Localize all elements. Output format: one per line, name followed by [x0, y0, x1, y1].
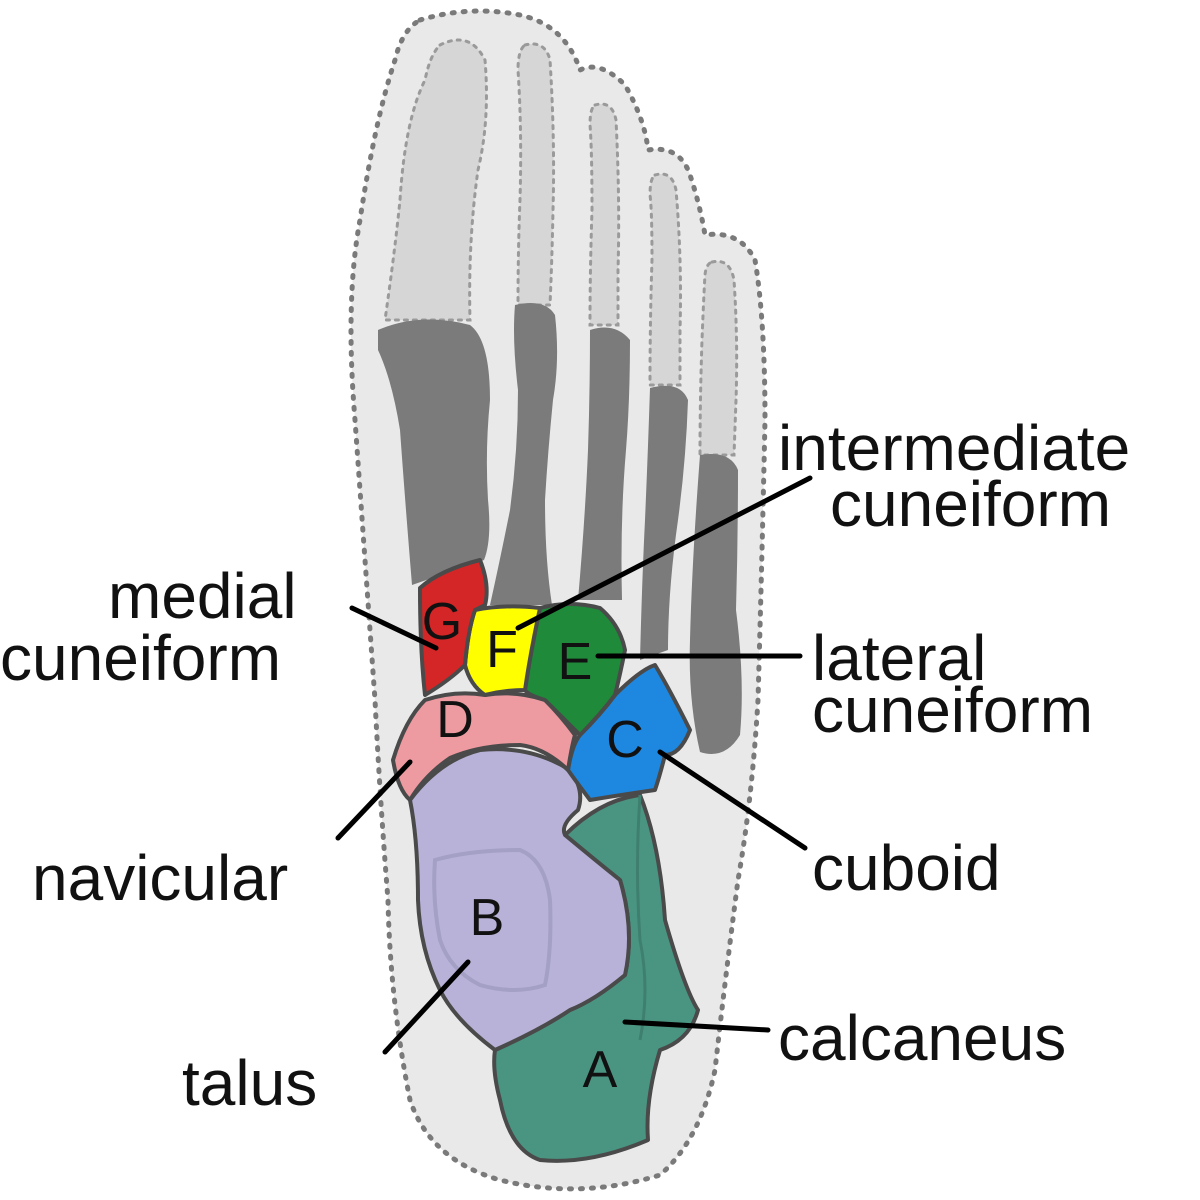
- letter-d: D: [436, 691, 474, 749]
- bone-navicular: [391, 691, 577, 802]
- leader-lines: [335, 475, 813, 1055]
- phalanges: [383, 38, 739, 457]
- letter-c: C: [606, 711, 644, 769]
- tarsal-bones: [391, 558, 700, 1163]
- letter-g: G: [422, 593, 462, 651]
- fifth-toe-phalanges: [698, 259, 739, 457]
- leader-medial-cuneiform: [349, 605, 439, 651]
- leader-intermediate-cuneiform: [515, 475, 813, 631]
- label-cuboid: cuboid: [812, 832, 1001, 904]
- leader-cuboid: [657, 749, 808, 851]
- metatarsal-3: [578, 327, 630, 600]
- calcaneus-inner-ridge: [636, 794, 647, 1041]
- label-lateral-line1: lateral: [812, 622, 986, 694]
- leader-calcaneus: [622, 1019, 771, 1033]
- metatarsals: [378, 302, 742, 754]
- label-intermediate-line1: intermediate: [778, 412, 1130, 484]
- letter-e: E: [558, 633, 593, 691]
- talus-trochlea: [432, 847, 553, 992]
- metatarsal-4: [640, 385, 688, 660]
- leader-navicular: [335, 759, 413, 841]
- letter-f: F: [486, 621, 518, 679]
- bone-cuboid: [566, 663, 692, 802]
- fourth-toe-phalanges: [648, 172, 682, 387]
- label-calcaneus: calcaneus: [778, 1002, 1066, 1074]
- label-intermediate-line2: cuneiform: [830, 468, 1111, 540]
- metatarsal-5: [689, 454, 742, 754]
- metatarsal-1: [378, 319, 490, 585]
- letter-b: B: [470, 889, 505, 947]
- bone-medial-cuneiform: [418, 558, 489, 697]
- label-medial-line2: cuneiform: [0, 622, 281, 694]
- label-medial-line1: medial: [108, 560, 297, 632]
- second-toe-phalanges: [516, 42, 556, 307]
- letter-a: A: [583, 1041, 618, 1099]
- bone-name-labels: intermediate cuneiform medial cuneiform …: [0, 412, 1130, 1119]
- bone-letters: A B C D E F G: [422, 593, 644, 1099]
- leader-talus: [382, 959, 471, 1055]
- third-toe-phalanges: [588, 102, 621, 327]
- label-talus: talus: [182, 1047, 317, 1119]
- metatarsal-2: [490, 302, 558, 605]
- hallux-phalanges: [383, 38, 488, 322]
- label-navicular: navicular: [32, 842, 288, 914]
- label-lateral-line2: cuneiform: [812, 674, 1093, 746]
